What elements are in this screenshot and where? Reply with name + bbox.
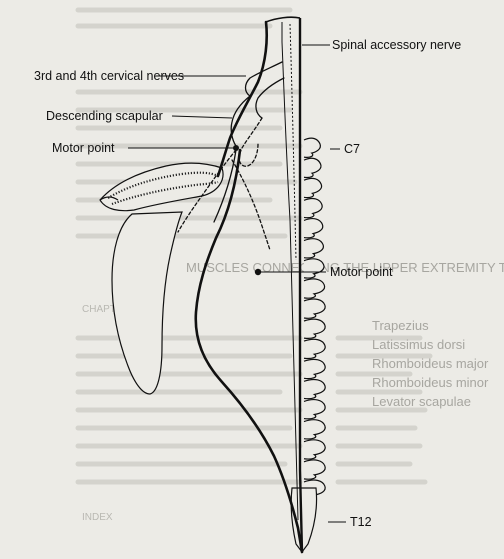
vertebra [304,379,325,398]
vertebral-column [304,138,325,499]
label-cervical-nerves: 3rd and 4th cervical nerves [34,69,184,83]
label-motor-point-upper: Motor point [52,141,115,155]
trapezius-muscle [196,22,302,552]
nerve-top-hook [266,17,300,22]
scapular-spine [100,163,223,210]
vertebra [304,259,324,278]
label-spinal-accessory-nerve: Spinal accessory nerve [332,38,461,52]
label-motor-point-lower: Motor point [330,265,393,279]
label-descending-scapular: Descending scapular [46,109,163,123]
vertebra [304,158,321,177]
ghost-muscle-item: Rhomboideus minor [372,375,489,390]
vertebra [304,198,322,217]
ghost-muscle-item: Trapezius [372,318,429,333]
vertebra [304,178,322,197]
vertebra [304,420,325,439]
vertebra [304,299,325,318]
label-t12: T12 [350,515,372,529]
vertebra [304,359,325,378]
nerve-trunk-line-right [300,18,302,552]
vertebra [304,279,325,298]
trapezius-upper-border [218,22,267,176]
leader-descending-scapular [172,116,232,118]
ghost-index-label: INDEX [82,512,113,523]
ghost-muscle-item: Levator scapulae [372,394,471,409]
label-c7: C7 [344,142,360,156]
vertebra [304,339,325,358]
vertebra [304,319,325,338]
vertebra [304,138,320,157]
ghost-muscle-item: Latissimus dorsi [372,337,465,352]
vertebra [304,219,323,238]
spinal-accessory-nerve [266,17,302,552]
vertebra [304,440,325,459]
vertebra [304,460,325,479]
nerve-trunk-dotted [290,24,296,260]
ghost-muscle-item: Rhomboideus major [372,356,489,371]
trapezius-lateral-border [196,150,302,552]
scapula-blade [112,212,182,394]
vertebra [304,239,323,258]
vertebra [304,400,325,419]
nerve-loop-dotted [239,118,262,166]
